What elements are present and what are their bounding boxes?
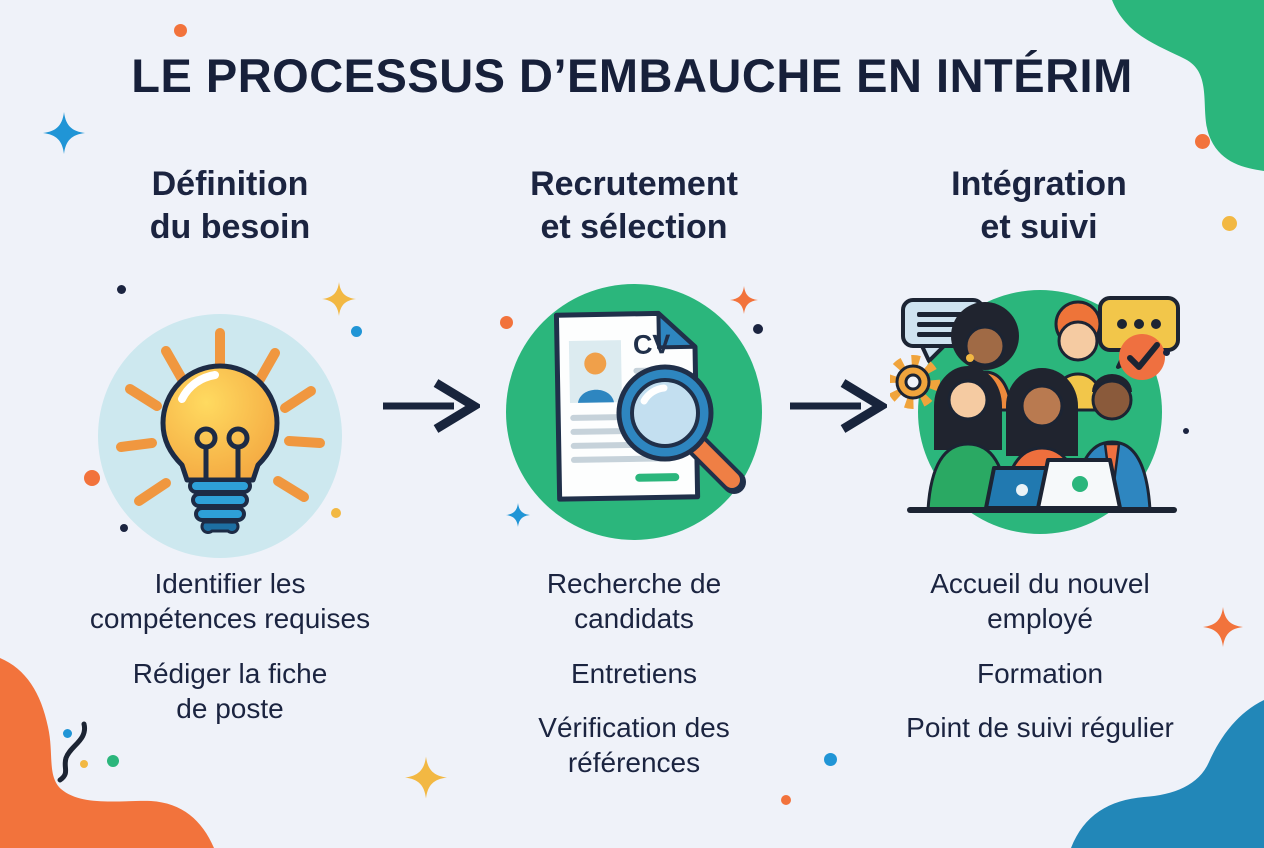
decor-dot: [753, 324, 763, 334]
sparkle-icon: [506, 503, 530, 527]
column-header-recrutement: Recrutement et sélection: [530, 165, 738, 247]
decor-dot: [84, 470, 100, 486]
decor-dot: [331, 508, 341, 518]
gear-icon: [890, 355, 940, 409]
cv-label: CV: [633, 329, 671, 360]
decor-dot: [107, 755, 119, 767]
bullet-list-integration: Accueil du nouvel employé Formation Poin…: [840, 566, 1240, 764]
arrow-right-icon: [790, 379, 887, 433]
column-header-integration: Intégration et suivi: [951, 165, 1127, 247]
decor-dot: [80, 760, 88, 768]
team-icon: [890, 290, 1180, 534]
decor-dot: [1195, 134, 1210, 149]
sparkle-icon: [730, 286, 758, 314]
decor-dot: [1163, 349, 1170, 356]
bullet-text: Point de suivi régulier: [906, 711, 1174, 743]
decor-dot: [781, 795, 791, 805]
sparkle-icon: [322, 282, 356, 316]
bullet-text: Rédiger la fiche de poste: [132, 657, 328, 724]
check-icon: [1119, 334, 1165, 380]
page-title: LE PROCESSUS D’EMBAUCHE EN INTÉRIM: [131, 49, 1133, 102]
decor-dot: [1222, 216, 1237, 231]
corner-blob-top-right: [1112, 0, 1264, 171]
decor-dot: [500, 316, 513, 329]
corner-blob-bottom-left: [0, 658, 214, 848]
arrow-right-icon: [383, 379, 480, 433]
lightbulb-icon: [98, 314, 342, 558]
bullet-text: Recherche de candidats: [546, 568, 722, 635]
bullet-text: Accueil du nouvel employé: [930, 568, 1150, 635]
bullet-text: Vérification des références: [538, 711, 730, 779]
cv-magnifier-icon: CV: [506, 284, 762, 540]
bullet-list-definition: Identifier les compétences requises Rédi…: [30, 566, 430, 745]
decor-dot: [824, 753, 837, 766]
sparkle-icon: [1203, 607, 1243, 647]
bullet-list-recrutement: Recherche de candidats Entretiens Vérifi…: [444, 566, 824, 799]
corner-blob-bottom-right: [1071, 700, 1264, 848]
squiggle-icon: [57, 721, 88, 783]
decor-dot: [120, 524, 128, 532]
sparkle-icon: [43, 112, 85, 154]
bullet-text: Formation: [976, 657, 1104, 689]
decor-dot: [351, 326, 362, 337]
bullet-text: Identifier les compétences requises: [89, 568, 371, 635]
decor-dot: [117, 285, 126, 294]
bullet-text: Entretiens: [570, 657, 698, 689]
decor-dot: [174, 24, 187, 37]
decor-dot: [63, 729, 72, 738]
decor-dot: [1183, 428, 1189, 434]
sparkle-icon: [405, 756, 447, 799]
column-header-definition: Définition du besoin: [149, 165, 311, 247]
